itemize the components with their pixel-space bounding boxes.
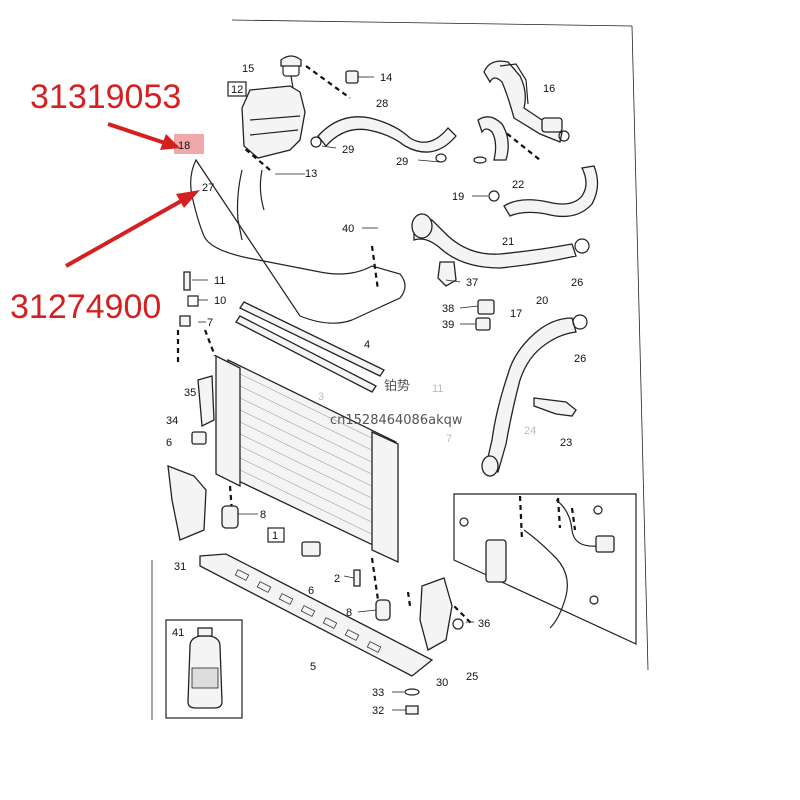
callout-6a: 6 [166,437,172,449]
callout-26b: 26 [574,353,586,365]
callout-16: 16 [543,83,555,95]
callout-29b: 29 [396,156,408,168]
coolant-bottle-inset [165,619,243,719]
watermark-faint-24: 24 [524,425,536,437]
bracket-30 [419,577,464,651]
hose-17 [411,213,590,269]
callout-40: 40 [342,223,354,235]
callout-leaders [192,145,488,711]
callout-20: 20 [536,295,548,307]
red-arrow-top [107,122,180,150]
bottom-part-number: 31274900 [10,288,161,326]
callout-21: 21 [502,236,514,248]
callout-10: 10 [214,295,226,307]
bracket-31 [167,465,207,541]
callout-30: 30 [436,677,448,689]
watermark-faint-3: 3 [318,391,324,403]
inset-box [453,493,637,645]
hose-28 [310,116,457,163]
callout-4: 4 [364,339,370,351]
callout-19: 19 [452,191,464,203]
callout-39: 39 [442,319,454,331]
callout-14: 14 [380,72,392,84]
radiator [215,354,399,564]
callout-labels: 15 12 14 28 29 29 16 22 19 21 27 13 40 2… [166,63,586,717]
watermark-faint-7: 7 [446,433,452,445]
callout-22: 22 [512,179,524,191]
callout-2: 2 [334,573,340,585]
rubber-mounts [221,505,391,621]
hose-21 [488,165,599,218]
callout-15: 15 [242,63,254,75]
callout-12-box [227,81,247,97]
bracket-34-35 [191,375,321,557]
sensor-23 [533,397,577,417]
callout-1-box [267,527,285,543]
callout-1: 1 [272,530,278,542]
callout-8a: 8 [260,509,266,521]
lower-panel-5 [199,553,434,677]
hose-20 [481,314,588,477]
callout-26a: 26 [571,277,583,289]
callout-28: 28 [376,98,388,110]
callout-41: 41 [172,627,184,639]
callout-25: 25 [466,671,478,683]
callout-13: 13 [305,168,317,180]
callout-6b: 6 [308,585,314,597]
callout-27: 27 [202,182,214,194]
watermark-brand: 铂势 [384,378,410,394]
highlight-label-18: 18 [178,140,190,152]
callout-23: 23 [560,437,572,449]
callout-8b: 8 [346,607,352,619]
expansion-tank [241,55,306,159]
dashed-links [176,65,577,625]
callout-36: 36 [478,618,490,630]
bolts [179,271,420,715]
callout-17: 17 [510,308,522,320]
red-highlight-box [174,134,204,154]
callout-37: 37 [466,277,478,289]
clip-14 [345,70,374,84]
watermark-shop-id: cn1528464086akqw [330,413,463,428]
callout-38: 38 [442,303,454,315]
callout-12: 12 [231,84,243,96]
hose-16 [483,60,570,143]
red-arrow-bottom [65,190,200,268]
drawing-frame [151,19,649,720]
callout-34: 34 [166,415,178,427]
callout-35: 35 [184,387,196,399]
connectors-37-39 [437,261,495,331]
callout-5: 5 [310,661,316,673]
callout-32: 32 [372,705,384,717]
callout-33: 33 [372,687,384,699]
callout-29a: 29 [342,144,354,156]
watermark-faint-11: 11 [432,383,443,395]
top-part-number: 31319053 [30,78,181,116]
callout-31: 31 [174,561,186,573]
air-seals [235,301,385,393]
callout-11: 11 [214,275,225,287]
hose-22 [473,116,509,164]
callout-7: 7 [207,317,213,329]
